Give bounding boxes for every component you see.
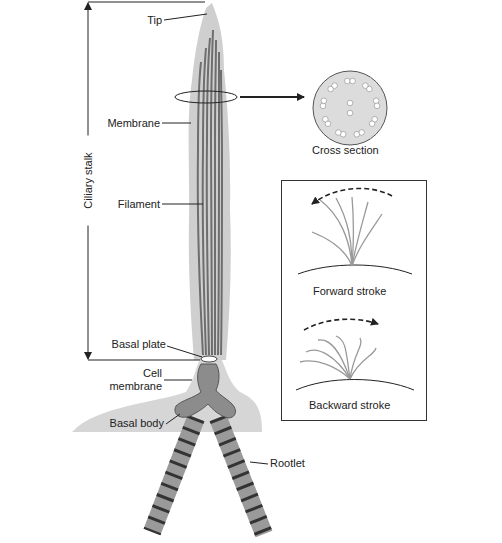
leader-line	[250, 462, 268, 464]
doublet-tubule	[354, 131, 360, 137]
doublet-tubule	[374, 103, 380, 109]
cilium-position	[350, 348, 376, 379]
doublet-tubule	[332, 83, 338, 89]
filament	[215, 40, 216, 355]
leader-lines	[162, 14, 268, 464]
filament	[203, 48, 206, 355]
cilium-position	[350, 338, 361, 379]
node-label: Cross section	[312, 144, 379, 157]
node-label: Forward stroke	[313, 285, 386, 298]
part-label: Tip	[120, 14, 162, 27]
dimension-arrow	[88, 3, 89, 12]
part-label: Basal body	[90, 417, 164, 430]
cilium-position	[336, 336, 350, 379]
rootlet-band	[218, 418, 264, 534]
doublet-tubule	[345, 78, 351, 84]
rootlet-stripes	[152, 418, 196, 532]
cell-surface	[72, 360, 262, 432]
cilium-position	[352, 202, 368, 266]
part-label: Rootlet	[270, 457, 330, 470]
cilium-position	[306, 350, 350, 379]
doublet-tubule	[336, 130, 342, 136]
basal-plate	[201, 356, 217, 362]
cilium-position	[336, 198, 352, 266]
cilium-position	[352, 197, 354, 266]
rootlet-band	[152, 418, 196, 532]
part-label: Basal plate	[90, 338, 166, 351]
central-tubule	[347, 110, 353, 116]
doublet-tubule	[321, 98, 327, 104]
leader-line	[164, 380, 192, 381]
leader-line	[167, 346, 202, 357]
node-label: Backward stroke	[309, 399, 390, 412]
part-label: Filament	[90, 198, 160, 211]
section-arrow	[240, 96, 304, 98]
cilium-position	[352, 214, 382, 266]
leader-line	[164, 14, 207, 20]
doublet-tubule	[369, 121, 375, 127]
bracket-tick	[88, 2, 205, 3]
motion-arrow	[304, 319, 378, 330]
doublet-tubule	[323, 116, 329, 122]
leader-line	[166, 414, 180, 424]
filament	[221, 70, 222, 355]
filament	[211, 30, 213, 355]
cross-section-node: Cross section	[311, 69, 391, 161]
section-ring	[175, 91, 237, 103]
rootlet-stripes	[218, 418, 264, 534]
doublet-tubule	[350, 78, 356, 84]
motion-arrow	[312, 188, 392, 204]
leader-line	[162, 123, 191, 124]
bracket-tick	[88, 360, 200, 361]
cilium-position	[300, 361, 350, 379]
doublet-tubule	[320, 103, 326, 109]
ciliary-membrane	[189, 3, 231, 360]
cell-surface-arc	[296, 380, 414, 391]
doublet-tubule	[367, 86, 373, 92]
forward-stroke-drawing	[298, 188, 412, 274]
filament	[207, 38, 210, 355]
dimension-label: Ciliary stalk	[82, 136, 95, 226]
doublet-tubule	[373, 98, 379, 104]
leader-line	[162, 204, 203, 205]
basal-body	[175, 364, 236, 418]
cell-surface-arc	[298, 265, 412, 274]
inset-box: Forward strokeBackward stroke	[281, 180, 427, 421]
filaments	[198, 30, 222, 355]
backward-stroke-drawing	[296, 319, 414, 390]
part-label: Membrane	[90, 117, 160, 130]
rootlets	[152, 418, 264, 534]
cross-section-circle	[313, 71, 387, 145]
cilium-position	[312, 232, 352, 266]
filament	[218, 52, 219, 355]
central-tubule	[347, 100, 353, 106]
part-label: Cell membrane	[106, 367, 162, 393]
